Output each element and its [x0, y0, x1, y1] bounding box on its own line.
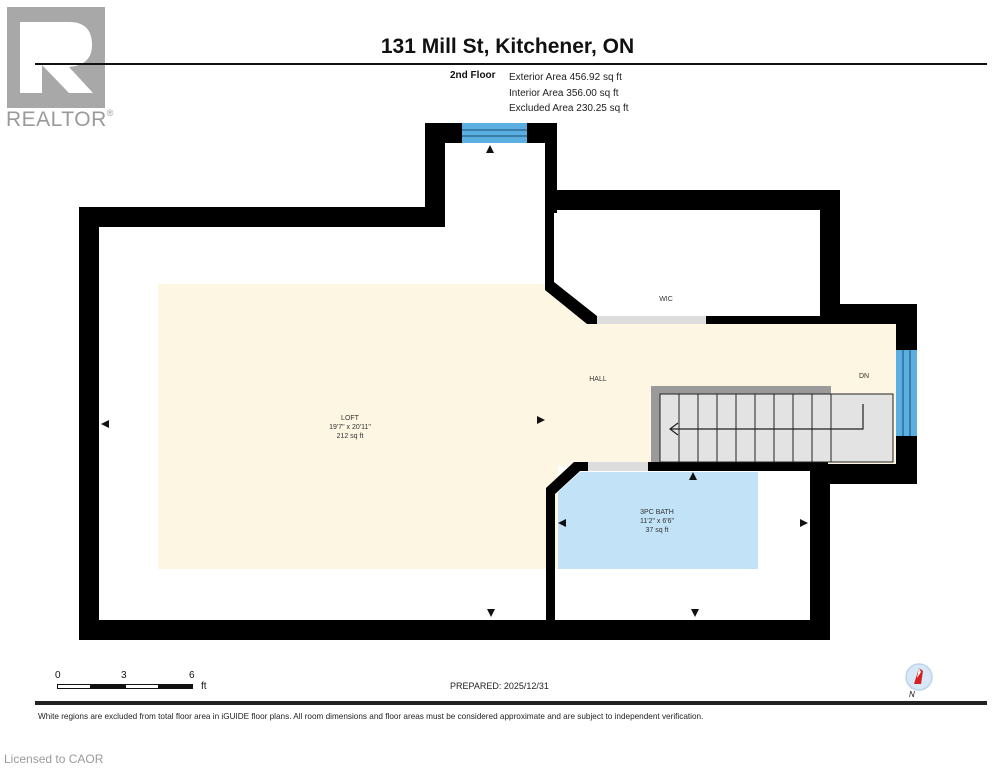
bath-dims: 11'2" x 6'6"	[640, 518, 674, 525]
wic-diagonal-wall	[545, 282, 597, 324]
registered-mark: ®	[106, 108, 114, 118]
wic-door-opening	[597, 316, 706, 324]
compass-north-label: N	[909, 690, 915, 699]
scale-tick-0: 0	[55, 670, 61, 681]
staircase[interactable]	[651, 386, 894, 463]
wordmark-text: REALTOR	[6, 108, 107, 131]
view-arrow-hall	[689, 472, 697, 480]
view-arrow-left	[101, 420, 109, 428]
scale-unit: ft	[201, 681, 207, 692]
stairs-dn-label: DN	[859, 373, 869, 380]
bath-diagonal-wall	[546, 462, 588, 494]
license-text: Licensed to CAOR	[4, 752, 104, 766]
view-arrow-bath-right	[800, 519, 808, 527]
realtor-r-icon	[20, 22, 93, 93]
loft-name: LOFT	[341, 415, 360, 422]
stair-direction-arrow	[669, 404, 864, 436]
view-arrow-loft-bottom	[487, 609, 495, 617]
bath-area	[558, 472, 758, 569]
floor-label: 2nd Floor	[450, 70, 496, 81]
view-arrow-bath-bottom	[691, 609, 699, 617]
loft-dims: 19'7" x 20'11"	[329, 424, 371, 431]
window-top	[462, 123, 527, 143]
disclaimer: White regions are excluded from total fl…	[38, 712, 704, 721]
scale-tick-6: 6	[189, 670, 195, 681]
loft-area-label: 212 sq ft	[337, 433, 364, 440]
scale-tick-3: 3	[121, 670, 127, 681]
bath-door-opening	[588, 462, 648, 471]
realtor-logo	[7, 7, 105, 108]
loft-area	[158, 284, 558, 569]
area-summary: Exterior Area 456.92 sq ft Interior Area…	[509, 70, 629, 117]
excluded-area: Excluded Area 230.25 sq ft	[509, 103, 629, 114]
prepared-date: PREPARED: 2025/12/31	[450, 681, 549, 691]
scale-segments	[57, 684, 193, 689]
compass-icon	[905, 663, 933, 691]
wic-name: WIC	[659, 296, 673, 303]
realtor-wordmark: REALTOR®	[6, 108, 114, 132]
hall-name: HALL	[589, 376, 607, 383]
exterior-area: Exterior Area 456.92 sq ft	[509, 72, 622, 83]
view-markers[interactable]	[101, 145, 808, 617]
interior-area: Interior Area 356.00 sq ft	[509, 87, 619, 99]
view-arrow-bath-left	[558, 519, 566, 527]
walls	[79, 123, 917, 640]
bath-name: 3PC BATH	[640, 509, 674, 516]
window-right	[896, 350, 917, 436]
page-title: 131 Mill St, Kitchener, ON	[380, 35, 635, 58]
view-arrow-top	[486, 145, 494, 153]
footer-divider	[35, 701, 987, 705]
bath-area-label: 37 sq ft	[646, 527, 669, 534]
title-divider	[35, 63, 987, 65]
view-arrow-loft	[537, 416, 545, 424]
